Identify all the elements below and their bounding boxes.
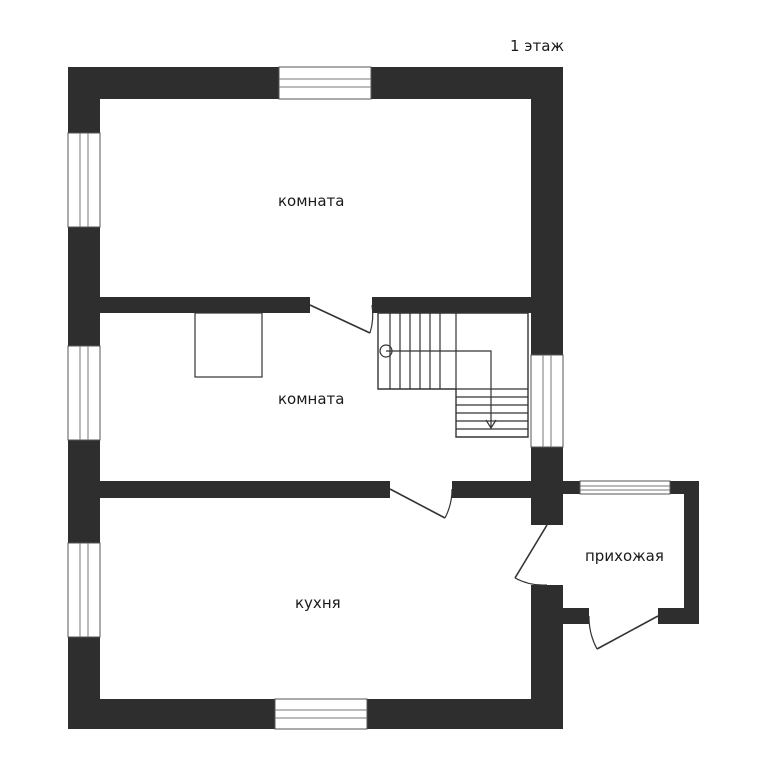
door-top-room <box>309 304 374 334</box>
window-hallway <box>579 480 671 495</box>
room-label-top: комната <box>278 192 344 210</box>
hallway-wall-bottom-right <box>658 608 699 624</box>
window-left-upper <box>67 132 101 228</box>
window-left-lower <box>67 542 101 638</box>
door-hallway-inner <box>514 524 548 586</box>
interior-wall-lower-left <box>100 481 390 498</box>
room-label-middle: комната <box>278 390 344 408</box>
window-top <box>278 66 372 100</box>
outer-wall-right <box>531 67 563 525</box>
stair-direction-arrow <box>386 350 492 427</box>
room-label-kitchen: кухня <box>295 594 341 612</box>
doors <box>309 304 659 650</box>
interior-wall-lower-right <box>452 481 531 498</box>
walls <box>68 67 699 729</box>
door-entrance <box>588 615 659 650</box>
room-label-hallway: прихожая <box>585 547 664 565</box>
window-left-middle <box>67 345 101 441</box>
hallway-wall-right <box>684 481 699 624</box>
window-bottom <box>274 698 368 730</box>
furniture-block <box>194 312 263 378</box>
windows <box>67 66 671 730</box>
interior-wall-upper-right <box>372 297 531 313</box>
door-kitchen <box>389 488 453 519</box>
staircase <box>377 312 529 438</box>
window-right <box>530 354 564 448</box>
floor-label: 1 этаж <box>510 37 564 55</box>
hallway-wall-bottom-left <box>563 608 589 624</box>
interior-wall-upper-left <box>100 297 310 313</box>
